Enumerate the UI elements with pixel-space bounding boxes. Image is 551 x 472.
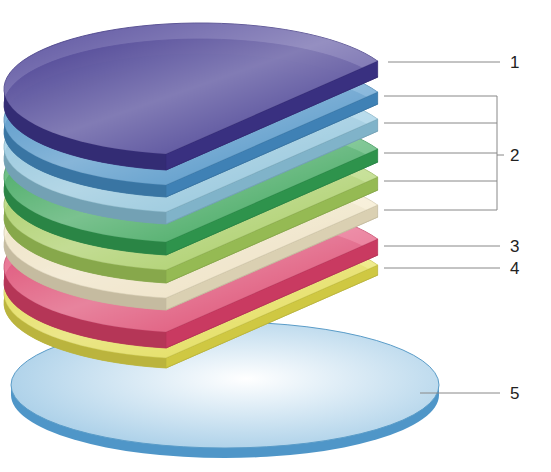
leader-line [497,96,498,210]
callout-number: 1 [510,54,519,71]
callout-number: 3 [510,238,519,255]
leader-line [384,246,500,247]
leader-line [388,62,500,63]
leader-line [497,155,504,156]
leader-line [384,96,497,97]
leader-line [384,268,500,269]
leader-line [384,123,497,124]
leader-line [384,153,497,154]
leader-line [384,181,497,182]
callout-number: 5 [510,385,519,402]
lens-layer [4,23,378,170]
leader-line [420,393,500,394]
leader-line [384,210,497,211]
callout-number: 2 [510,147,519,164]
callout-number: 4 [510,260,519,277]
